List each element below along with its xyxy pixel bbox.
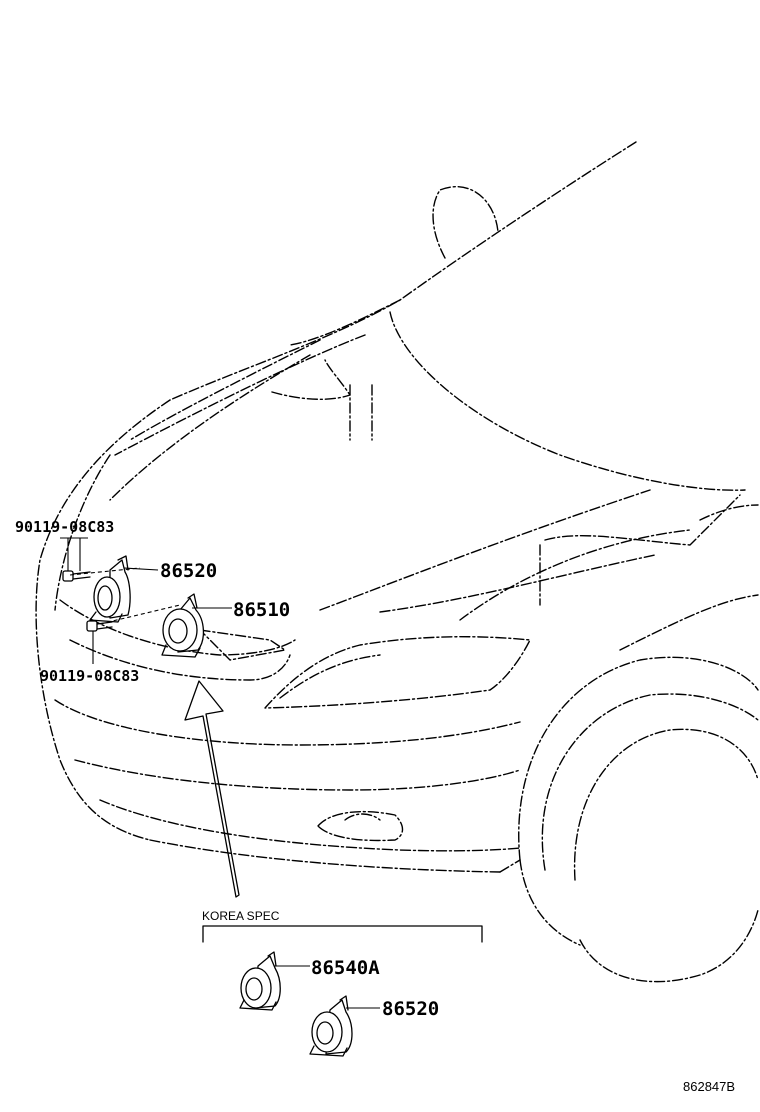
horn-86520-korea (309, 995, 380, 1057)
diagram-code: 862847B (683, 1079, 735, 1094)
horn-86510 (161, 593, 205, 658)
label-bolt-upper: 90119-08C83 (15, 518, 114, 536)
bolt-lower (86, 620, 113, 632)
car-outline (35, 141, 759, 983)
location-arrow (184, 680, 240, 898)
label-horn-86510: 86510 (233, 599, 290, 621)
leader-lines (60, 537, 232, 664)
label-korea-spec: KOREA SPEC (202, 909, 280, 923)
label-horn-86520-upper: 86520 (160, 560, 217, 582)
label-horn-86540a: 86540A (311, 957, 380, 979)
korea-spec-bracket (202, 925, 483, 943)
horn-86540a (239, 951, 310, 1011)
horn-86520-upper (89, 555, 131, 623)
bolt-upper (62, 570, 91, 582)
label-horn-86520-korea: 86520 (382, 998, 439, 1020)
label-bolt-lower: 90119-08C83 (40, 667, 139, 685)
